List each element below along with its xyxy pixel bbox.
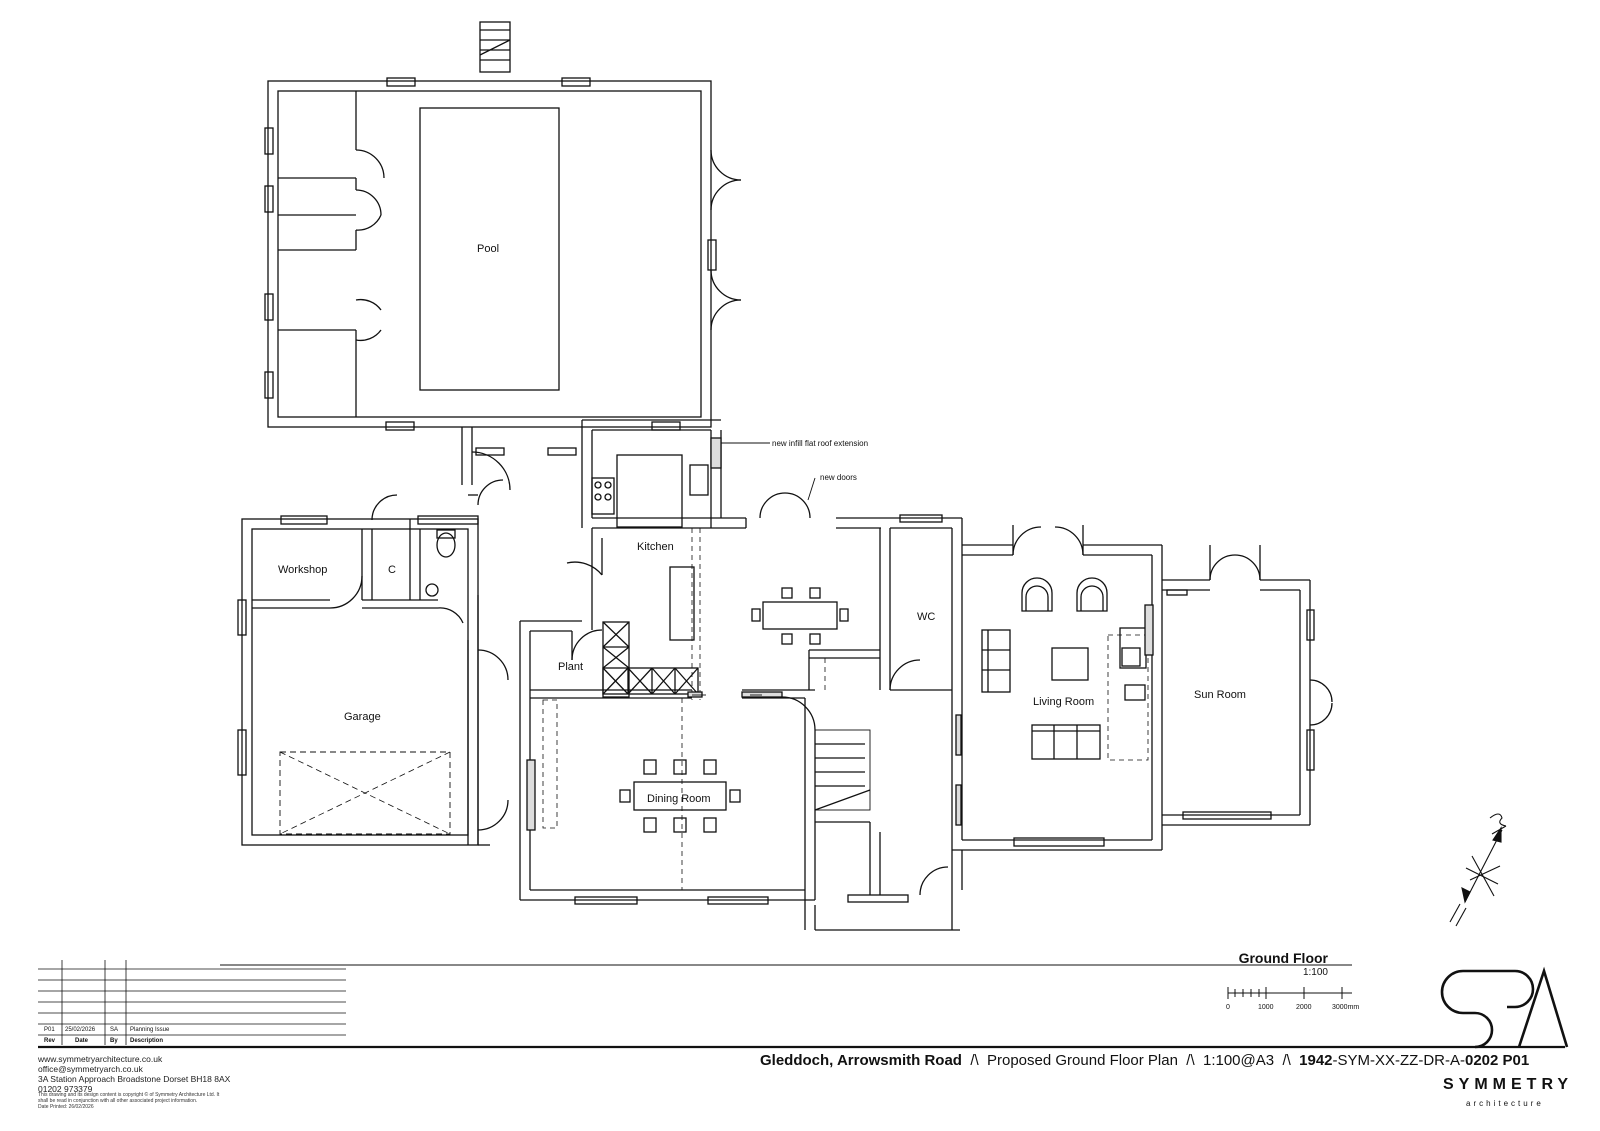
room-label-workshop: Workshop (278, 564, 327, 576)
rev-row-by: SA (110, 1027, 119, 1033)
rev-row-date: 25/02/2026 (65, 1027, 96, 1033)
drawing-number-prefix: 1942 (1299, 1052, 1333, 1069)
north-arrow-icon (1449, 813, 1507, 927)
contact-address: 3A Station Approach Broadstone Dorset BH… (38, 1074, 231, 1084)
scalebar-label-2000: 2000 (1296, 1004, 1312, 1011)
room-label-garage: Garage (344, 711, 381, 723)
sheet-title: Ground Floor (1238, 950, 1328, 966)
room-label-wc: WC (917, 611, 935, 623)
contact-web[interactable]: www.symmetryarchitecture.co.uk (38, 1054, 163, 1064)
drawing-title-line: Gleddoch, Arrowsmith Road /\ Proposed Gr… (760, 1052, 1529, 1069)
scalebar-label-3000mm: 3000mm (1332, 1004, 1359, 1011)
rev-header-rev: Rev (44, 1038, 56, 1044)
room-label-pool: Pool (477, 243, 499, 255)
room-label-sun: Sun Room (1194, 689, 1246, 701)
scalebar-label-0: 0 (1226, 1004, 1230, 1011)
drawing-number-mid: -SYM-XX-ZZ-DR-A- (1332, 1052, 1465, 1069)
separator: /\ (1282, 1052, 1291, 1069)
drawing-name: Proposed Ground Floor Plan (987, 1052, 1178, 1069)
rev-header-by: By (110, 1038, 118, 1044)
pool-block-outer-wall (267, 80, 712, 428)
pool-basin (419, 107, 560, 391)
room-label-living: Living Room (1033, 696, 1094, 708)
separator: /\ (970, 1052, 979, 1069)
logo-sub: architecture (1466, 1099, 1544, 1108)
pool-block-inner-wall (277, 90, 702, 418)
annotation-new-doors: new doors (820, 473, 857, 482)
contact-phone: 01202 973379 (38, 1084, 93, 1094)
room-label-plant: Plant (558, 661, 583, 673)
separator: /\ (1186, 1052, 1195, 1069)
room-label-kitchen: Kitchen (637, 541, 674, 553)
legal-notice: This drawing and its design content is c… (38, 1092, 238, 1110)
symmetry-logo-icon (1440, 966, 1569, 1049)
rev-row-description: Planning Issue (130, 1027, 170, 1033)
legal-line-2: shall be read in conjunction with all ot… (38, 1098, 198, 1104)
rev-header-date: Date (75, 1038, 89, 1044)
contact-block: www.symmetryarchitecture.co.uk office@sy… (38, 1054, 230, 1094)
contact-email[interactable]: office@symmetryarch.co.uk (38, 1064, 143, 1074)
room-label-cupboard: C (388, 564, 396, 576)
paper-scale: 1:100@A3 (1202, 1052, 1275, 1069)
legal-line-1: This drawing and its design content is c… (38, 1092, 220, 1098)
sheet-scale: 1:100 (1302, 967, 1328, 978)
legal-printed: Date Printed: 26/02/2026 (38, 1104, 94, 1110)
rev-header-description: Description (130, 1038, 164, 1044)
room-label-dining: Dining Room (647, 793, 711, 805)
drawing-number-suffix: 0202 P01 (1465, 1052, 1530, 1069)
scalebar-label-1000: 1000 (1258, 1004, 1274, 1011)
annotation-infill: new infill flat roof extension (772, 439, 868, 448)
project-name: Gleddoch, Arrowsmith Road (760, 1052, 962, 1069)
logo-name: SYMMETRY (1443, 1076, 1574, 1093)
rev-row-rev: P01 (44, 1027, 55, 1033)
